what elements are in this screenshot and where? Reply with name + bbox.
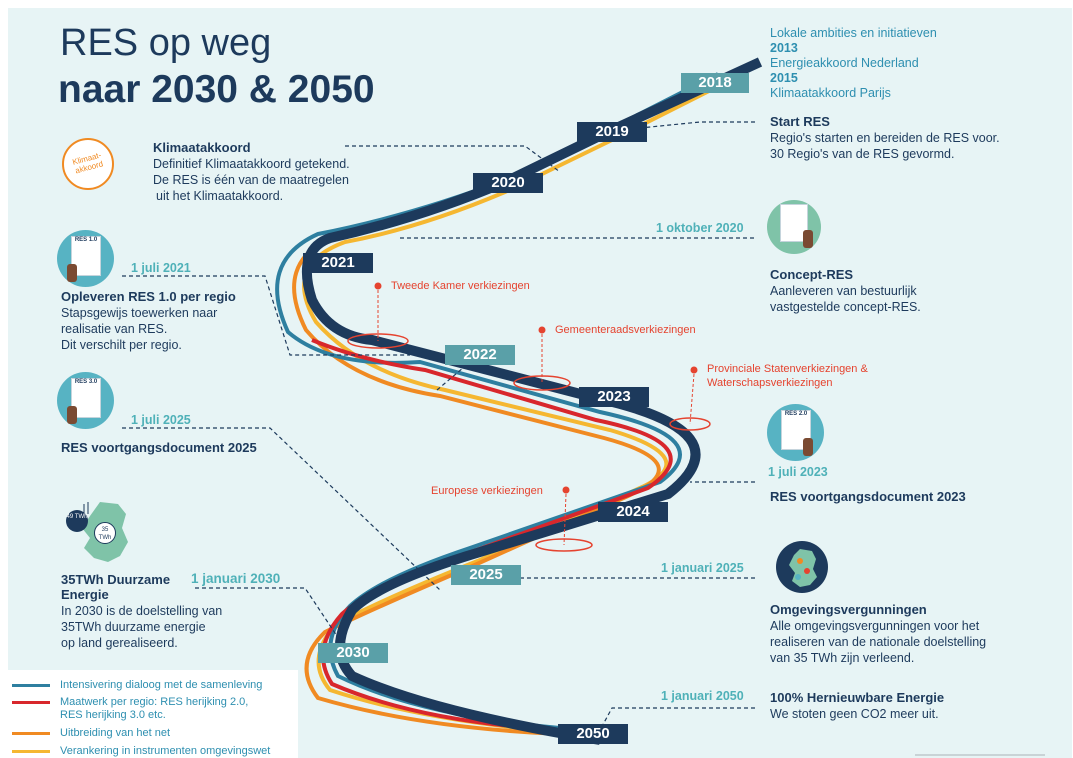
res20-document-icon: RES 2.0 xyxy=(767,404,824,461)
badge-49-twh: 49 TWh xyxy=(66,510,88,532)
year-2024: 2024 xyxy=(598,502,668,522)
res10-heading: Opleveren RES 1.0 per regio xyxy=(61,289,236,304)
concept-res-document-icon xyxy=(767,200,821,254)
twh35-heading-1: 35TWh Duurzame xyxy=(61,572,171,587)
concept-res-heading: Concept-RES xyxy=(770,267,854,282)
res10-date: 1 juli 2021 xyxy=(131,261,191,275)
omgeving-line3: van 35 TWh zijn verleend. xyxy=(770,651,915,665)
legend-label-dialoog: Intensivering dialoog met de samenleving xyxy=(60,679,263,691)
omgeving-map-icon xyxy=(776,541,828,593)
twh35-line2: 35TWh duurzame energie xyxy=(61,620,206,634)
klimaatakkoord-line1: Definitief Klimaatakkoord getekend. xyxy=(153,157,350,171)
year-2021: 2021 xyxy=(303,253,373,273)
hernieuwbaar-line1: We stoten geen CO2 meer uit. xyxy=(770,707,939,721)
history-line1: Lokale ambities en initiatieven xyxy=(770,26,937,40)
twh35-line1: In 2030 is de doelstelling van xyxy=(61,604,223,618)
year-2022: 2022 xyxy=(445,345,515,365)
year-2020: 2020 xyxy=(473,173,543,193)
res30-heading: RES voortgangsdocument 2025 xyxy=(61,440,257,455)
res30-doc-label: RES 3.0 xyxy=(74,379,98,385)
legend-swatch-red xyxy=(12,701,50,704)
election-label-europese: Europese verkiezingen xyxy=(431,485,543,497)
legend-label-maatwerk-2: RES herijking 3.0 etc. xyxy=(60,709,166,721)
omgeving-line2: realiseren van de nationale doelstelling xyxy=(770,635,987,649)
klimaatakkoord-line3: uit het Klimaatakkoord. xyxy=(156,189,284,203)
concept-res-line2: vastgestelde concept-RES. xyxy=(770,300,921,314)
klimaatakkoord-heading: Klimaatakkoord xyxy=(153,140,251,155)
legend-swatch-teal xyxy=(12,684,50,687)
badge-35-twh: 35 TWh xyxy=(94,522,116,544)
omgeving-heading: Omgevingsvergunningen xyxy=(770,602,927,617)
res10-document-icon: RES 1.0 xyxy=(57,230,114,287)
year-2050: 2050 xyxy=(558,724,628,744)
legend-label-net: Uitbreiding van het net xyxy=(60,727,171,739)
res20-date: 1 juli 2023 xyxy=(768,465,828,479)
res10-line3: Dit verschilt per regio. xyxy=(61,338,182,352)
start-res-line1: Regio's starten en bereiden de RES voor. xyxy=(770,131,1000,145)
history-line2: Energieakkoord Nederland xyxy=(770,56,919,70)
line-navy xyxy=(301,57,763,745)
page-title-line1: RES op weg xyxy=(60,22,272,64)
hand-icon xyxy=(67,406,77,424)
legend-swatch-orange xyxy=(12,732,50,735)
legend-label-maatwerk-1: Maatwerk per regio: RES herijking 2.0, xyxy=(60,696,249,708)
page-title-line2: naar 2030 & 2050 xyxy=(58,68,375,111)
twh35-line3: op land gerealiseerd. xyxy=(61,636,178,650)
hernieuwbaar-date: 1 januari 2050 xyxy=(661,689,744,703)
hand-icon xyxy=(803,438,813,456)
year-2019: 2019 xyxy=(577,122,647,142)
concept-res-date: 1 oktober 2020 xyxy=(656,221,744,235)
res10-doc-label: RES 1.0 xyxy=(74,237,98,243)
hand-icon xyxy=(803,230,813,248)
netherlands-map-icon: 49 TWh 35 TWh xyxy=(66,498,132,568)
res20-doc-label: RES 2.0 xyxy=(784,411,808,417)
klimaatakkoord-line2: De RES is één van de maatregelen xyxy=(153,173,349,187)
election-marker-tweede-kamer xyxy=(347,333,409,349)
line-teal xyxy=(275,72,719,730)
twh35-date: 1 januari 2030 xyxy=(191,571,281,586)
res30-document-icon: RES 3.0 xyxy=(57,372,114,429)
year-2025: 2025 xyxy=(451,565,521,585)
history-year-2015: 2015 xyxy=(770,71,798,85)
legend-label-omgevingswet: Verankering in instrumenten omgevingswet xyxy=(60,745,271,757)
year-2018: 2018 xyxy=(681,73,749,93)
start-res-line2: 30 Regio's van de RES gevormd. xyxy=(770,147,955,161)
res20-heading: RES voortgangsdocument 2023 xyxy=(770,489,966,504)
res10-line2: realisatie van RES. xyxy=(61,322,168,336)
res30-date: 1 juli 2025 xyxy=(131,413,191,427)
hand-icon xyxy=(67,264,77,282)
concept-res-line1: Aanleveren van bestuurlijk xyxy=(770,284,917,298)
klimaatakkoord-logo-icon: Klimaat-akkoord xyxy=(62,138,114,190)
omgeving-line1: Alle omgevingsvergunningen voor het xyxy=(770,619,980,633)
res10-line1: Stapsgewijs toewerken naar xyxy=(61,306,218,320)
election-label-provinciale-1: Provinciale Statenverkiezingen & xyxy=(707,363,868,375)
year-2023: 2023 xyxy=(579,387,649,407)
legend-swatch-yellow xyxy=(12,750,50,753)
start-res-heading: Start RES xyxy=(770,114,830,129)
election-label-provinciale-2: Waterschapsverkiezingen xyxy=(707,377,833,389)
hernieuwbaar-heading: 100% Hernieuwbare Energie xyxy=(770,690,945,705)
election-label-tweede-kamer: Tweede Kamer verkiezingen xyxy=(391,280,530,292)
history-line3: Klimaatakkoord Parijs xyxy=(770,86,891,100)
omgeving-date: 1 januari 2025 xyxy=(661,561,744,575)
election-marker-provinciale xyxy=(669,417,711,431)
line-yellow xyxy=(302,86,716,734)
twh35-heading-2: Energie xyxy=(61,587,109,602)
klimaatakkoord-logo-text: Klimaat-akkoord xyxy=(71,150,105,176)
year-2030: 2030 xyxy=(318,643,388,663)
history-year-2013: 2013 xyxy=(770,41,798,55)
legend: Intensivering dialoog met de samenleving… xyxy=(8,670,298,758)
election-label-gemeenteraad: Gemeenteraadsverkiezingen xyxy=(555,324,696,336)
